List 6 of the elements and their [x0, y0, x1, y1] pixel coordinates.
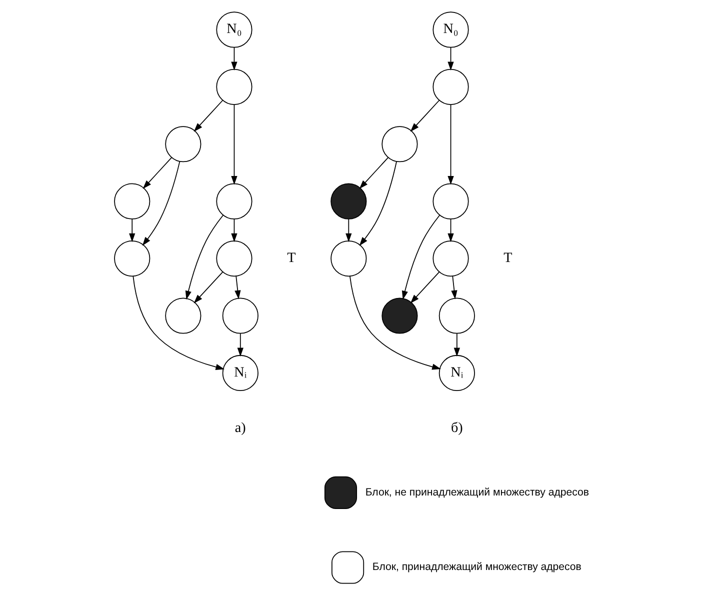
- legend-label: Блок, не принадлежащий множеству адресов: [364, 486, 588, 498]
- label: а): [234, 420, 246, 436]
- label: б): [450, 420, 462, 436]
- legend-label: Блок, принадлежащий множеству адресов: [372, 561, 581, 574]
- label: T: [503, 250, 512, 266]
- label: T: [286, 250, 296, 266]
